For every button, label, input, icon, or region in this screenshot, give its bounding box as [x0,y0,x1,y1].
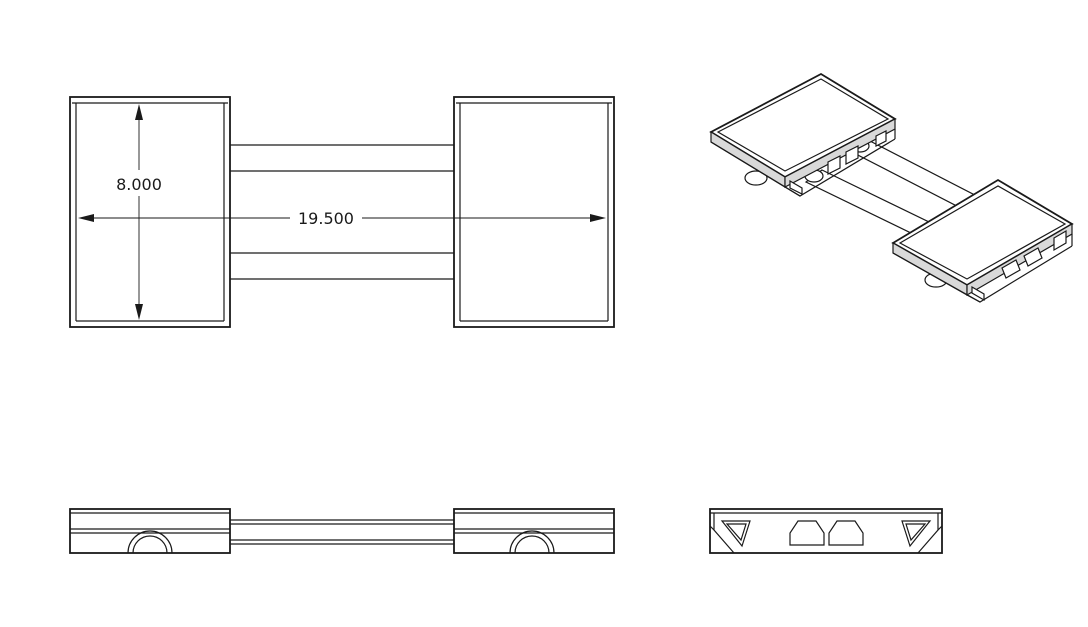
length-dimension-label: 19.500 [298,209,354,228]
front-view-right-foot [509,530,555,554]
side-view-outline [709,508,943,554]
side-view-center-window-left [789,520,825,546]
height-dimension-label: 8.000 [116,175,162,194]
side-view-left-window [720,520,751,548]
front-view-right-block [453,508,615,554]
isometric-view [709,72,1074,303]
top-view: 8.000 19.500 [69,96,615,328]
side-view-center-window-right [828,520,864,546]
front-view-left-foot [127,530,173,554]
length-dimension [78,214,606,222]
top-view-left-plate [69,96,231,328]
iso-left-plate [709,72,897,197]
height-dimension [135,104,143,320]
top-view-right-plate [453,96,615,328]
side-view-right-window [901,520,932,548]
front-view [69,508,615,554]
side-view [709,508,943,554]
front-view-left-block [69,508,231,554]
iso-right-plate [891,178,1074,303]
